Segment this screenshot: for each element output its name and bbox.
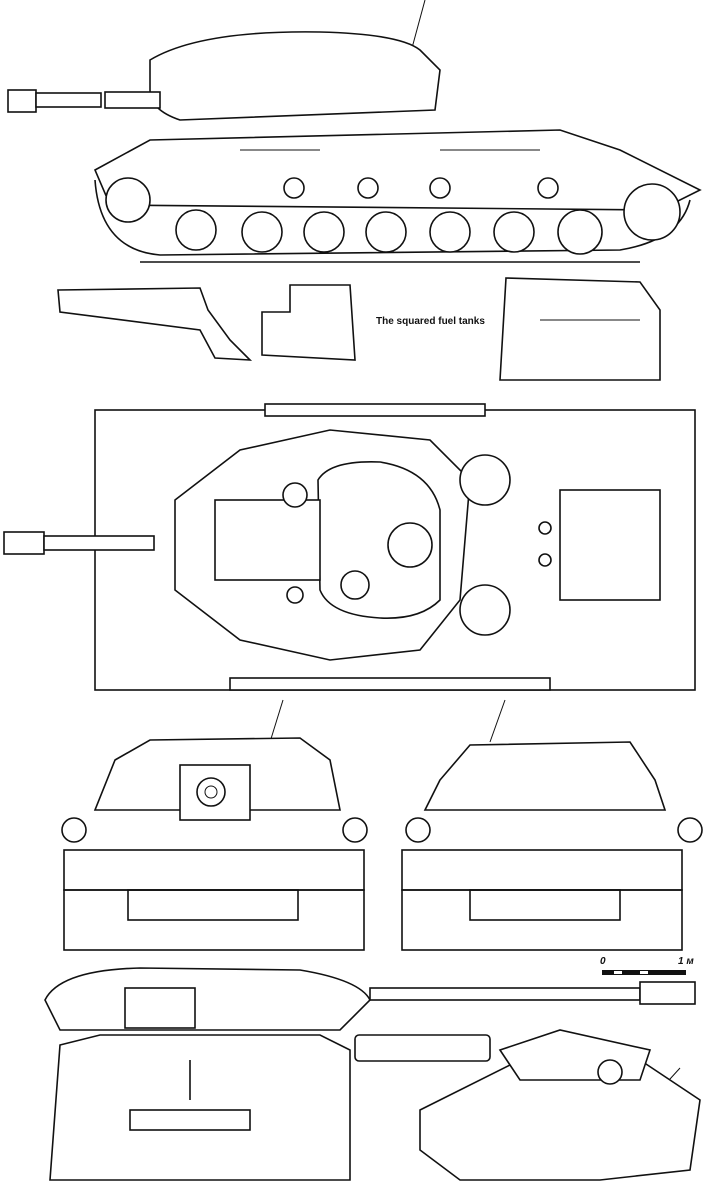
fuel-tank-details <box>57 277 661 381</box>
scale-end-label: 1 м <box>678 956 694 967</box>
scale-bar <box>602 970 686 975</box>
fuel-tanks-caption: The squared fuel tanks <box>376 316 485 327</box>
perspective-view <box>419 1029 701 1181</box>
rear-view <box>401 699 703 951</box>
top-view <box>3 403 696 691</box>
front-view <box>61 699 368 951</box>
scale-start-label: 0 <box>600 956 606 967</box>
side-view <box>7 0 702 263</box>
track-link <box>354 1034 491 1062</box>
section-view <box>44 967 696 1181</box>
